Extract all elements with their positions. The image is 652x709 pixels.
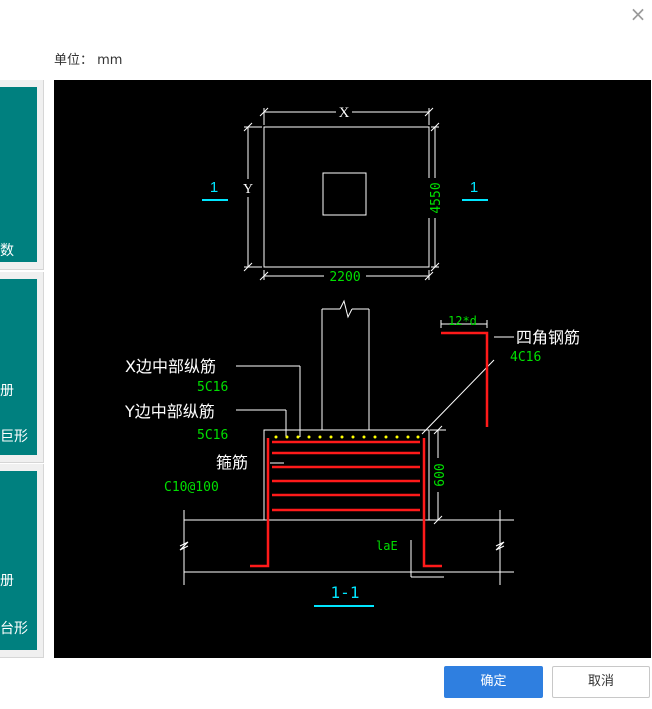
corner-rebar-right [422, 438, 442, 568]
cut-symbol [495, 541, 505, 551]
bar-dot [351, 435, 355, 439]
unit-label: 单位： mm [54, 53, 123, 68]
dim-tick [433, 515, 443, 525]
dim-label-bg [242, 179, 254, 197]
drawing-canvas: X Y 2200 4550 1 1 [54, 80, 651, 658]
thumbnail-caption: 巨形 [0, 429, 28, 445]
thumbnail-option-1[interactable]: 数 [0, 80, 44, 270]
dim-tick [424, 107, 434, 117]
section-mark-left: 1 [210, 179, 218, 196]
longitudinal-bar-dots [274, 435, 420, 439]
cancel-button[interactable]: 取消 [552, 666, 650, 698]
column-square [322, 172, 367, 216]
dim-label-bg [432, 458, 446, 492]
plan-view [243, 107, 440, 281]
bar-dot [340, 435, 344, 439]
dim-label-bg [428, 178, 442, 218]
leader-corner [421, 359, 495, 435]
thumbnail-option-3[interactable]: 册 台形 [0, 464, 44, 658]
corner-rebar-left [250, 438, 270, 568]
dim-tick [424, 271, 434, 281]
dim-tick [243, 122, 253, 132]
section-view [179, 299, 514, 585]
section-title: 1-1 [331, 583, 360, 602]
dim-tick [259, 271, 269, 281]
bar-dot [329, 435, 333, 439]
bar-dot [373, 435, 377, 439]
bar-dot [285, 435, 289, 439]
corner-rebar-detail [441, 331, 489, 427]
height-value: 600 [433, 463, 448, 486]
thumbnail-caption: 台形 [0, 621, 28, 637]
dim-tick [430, 122, 440, 132]
thumbnail-swatch [0, 279, 37, 455]
bend-length-value: 12*d [448, 314, 477, 328]
foundation-drawing: X Y 2200 4550 1 1 [124, 102, 580, 607]
y-mid-bar-label: Y边中部纵筋 [124, 402, 215, 421]
x-mid-bar-value: 5C16 [197, 380, 228, 395]
stirrup-value: C10@100 [164, 480, 219, 495]
section-mark-right: 1 [470, 179, 478, 196]
plan-x-value: 2200 [329, 270, 360, 285]
footing-outline [263, 429, 430, 521]
anchor-label: laE [376, 539, 398, 553]
dim-tick [259, 107, 269, 117]
bar-dot [406, 435, 410, 439]
thumbnail-option-2[interactable]: 册 巨形 [0, 272, 44, 463]
bar-dot [362, 435, 366, 439]
cut-symbol [179, 541, 189, 551]
plan-y-label: Y [243, 182, 253, 197]
rebar-group [250, 331, 489, 568]
bar-dot [274, 435, 278, 439]
thumbnail-caption: 册 [0, 383, 14, 399]
y-mid-bar-value: 5C16 [197, 428, 228, 443]
bar-dot [318, 435, 322, 439]
corner-bar-value: 4C16 [510, 350, 541, 365]
plan-y-value: 4550 [429, 182, 444, 213]
bar-dot [384, 435, 388, 439]
x-mid-bar-label: X边中部纵筋 [125, 357, 216, 376]
thumbnail-caption: 册 [0, 573, 14, 589]
dim-label-bg [336, 102, 352, 120]
dim-tick [430, 262, 440, 272]
dim-tick [433, 425, 443, 435]
thumbnail-swatch [0, 471, 37, 650]
dim-label-bg [324, 269, 366, 283]
plan-x-label: X [339, 105, 350, 121]
bar-dot [307, 435, 311, 439]
plan-outline [263, 126, 430, 268]
dim-tick [243, 262, 253, 272]
bar-dot [416, 435, 420, 439]
ok-button[interactable]: 确定 [444, 666, 543, 698]
bar-dot [296, 435, 300, 439]
close-icon[interactable]: × [629, 2, 647, 26]
stirrup-label: 箍筋 [216, 453, 248, 472]
bar-dot [395, 435, 399, 439]
thumbnail-caption: 数 [0, 243, 14, 259]
thumbnail-swatch [0, 87, 37, 262]
corner-bar-label: 四角钢筋 [516, 328, 580, 347]
break-symbol [339, 299, 353, 319]
thumbnail-list[interactable]: 数 册 巨形 册 台形 [0, 80, 44, 658]
